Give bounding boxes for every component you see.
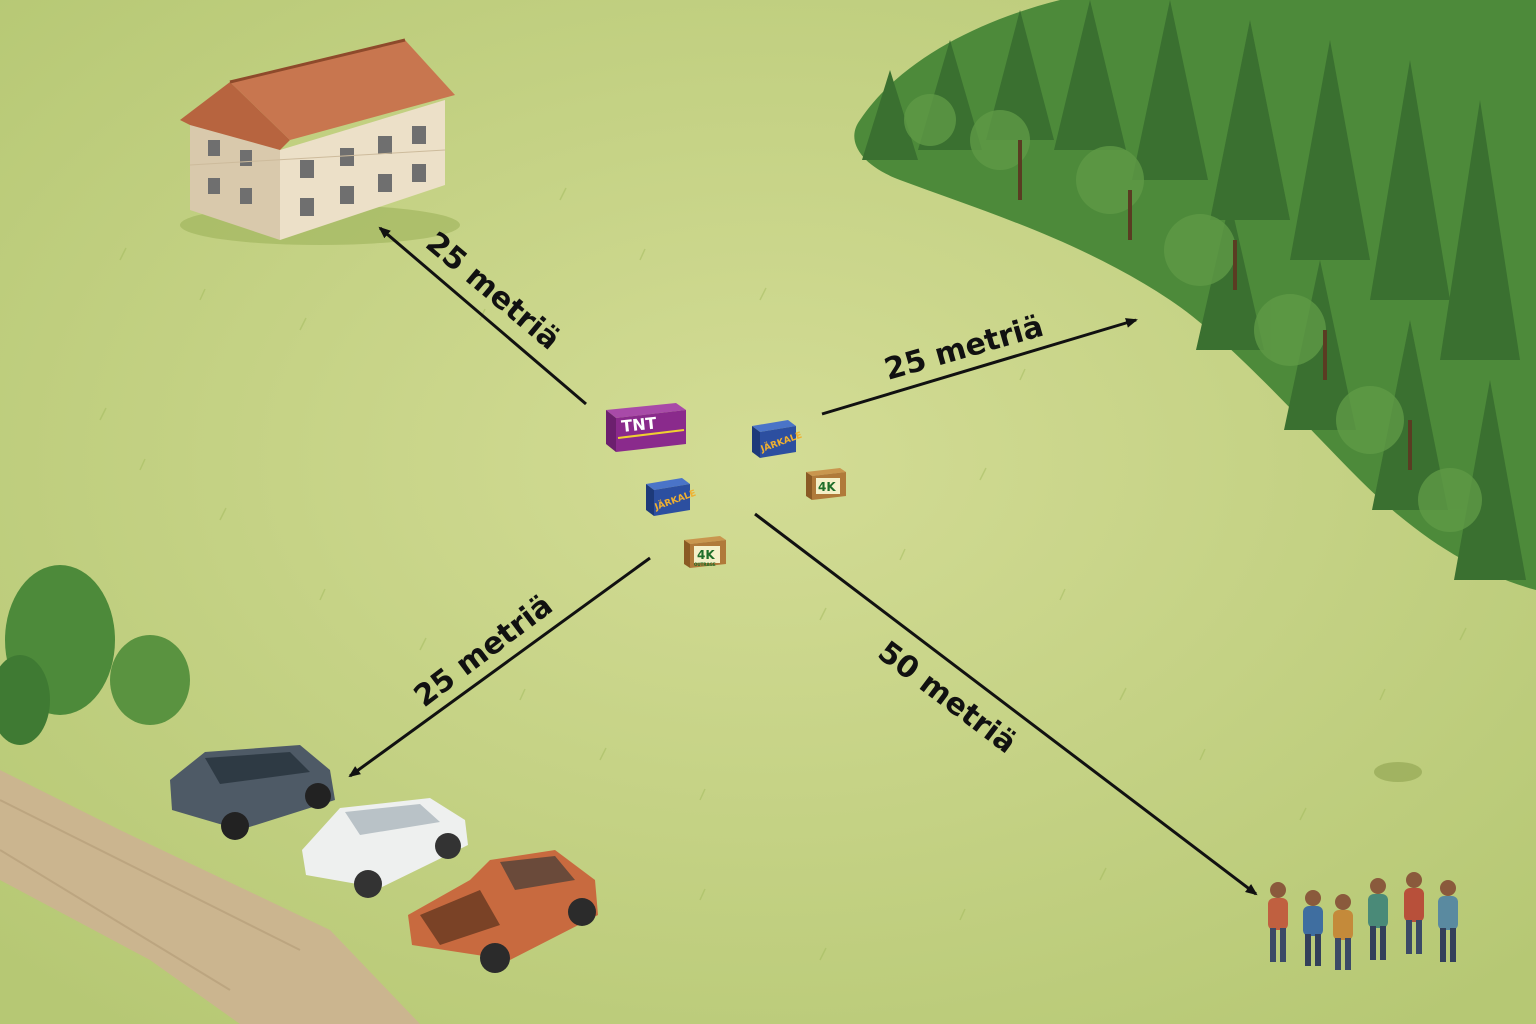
arrow-to-forest [821,318,1138,416]
fourk-box-left-sublabel: OUTRAGE [694,562,716,567]
pickup-truck-orange [408,850,598,973]
distance-arrows [348,226,1258,896]
fourk-box-right-label: 4K [818,480,836,494]
tnt-box-label: TNT [620,413,657,436]
arrow-to-cars [348,556,651,778]
arrow-to-house [378,226,587,406]
jarkale-box-right: JÄRKALE [752,420,804,458]
ground-patch [1374,762,1422,782]
fourk-box-right: 4K [806,468,846,500]
bushes [0,565,190,745]
spectators-group [1268,872,1458,970]
arrow-to-spectators [754,512,1258,896]
fourk-box-left: 4K OUTRAGE [684,536,726,568]
car-dark-suv [170,745,335,840]
forest [854,0,1536,590]
car-white-sedan [302,798,468,898]
grass-texture [99,187,1467,961]
dirt-road [0,770,420,1024]
jarkale-box-left: JÄRKALE [646,478,698,516]
fourk-box-left-label: 4K [697,548,715,562]
tnt-box: TNT [606,403,686,452]
